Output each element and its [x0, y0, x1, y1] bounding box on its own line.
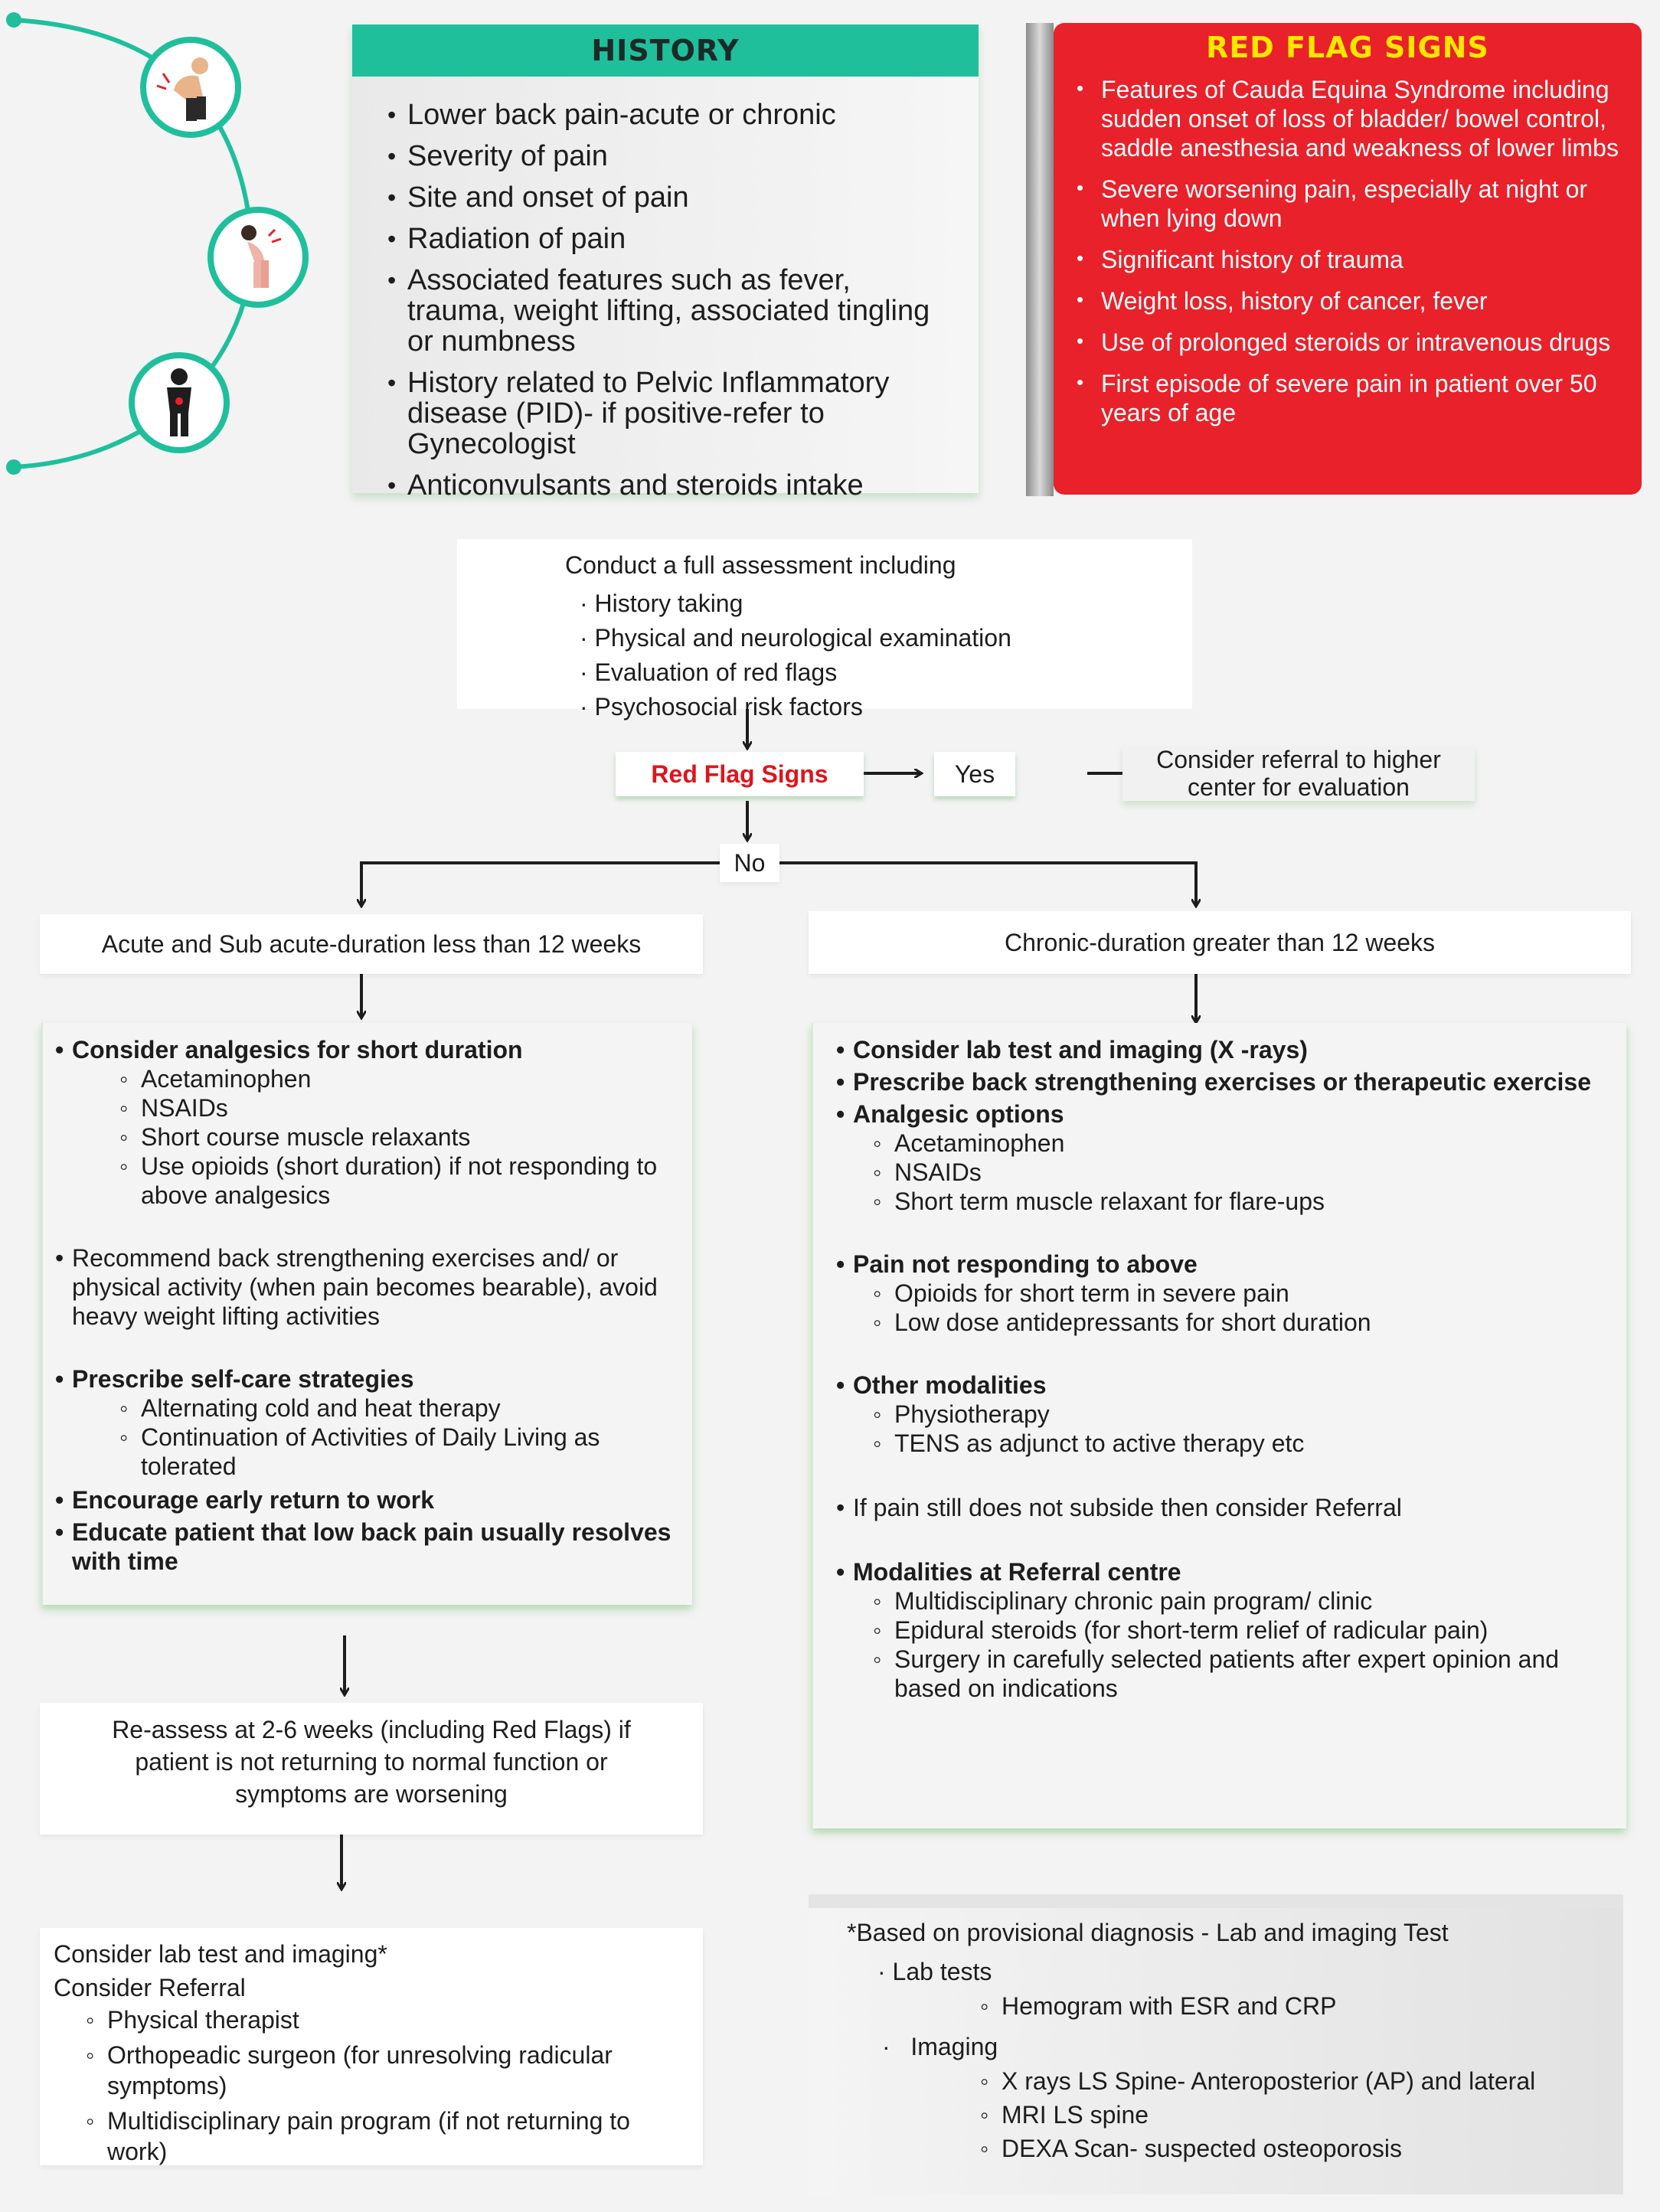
red-flag-item: First episode of severe pain in patient … — [1077, 368, 1622, 427]
list-item: Short term muscle relaxant for flare-ups — [873, 1187, 1611, 1216]
acute-referral-box: Consider lab test and imaging* Consider … — [40, 1928, 703, 2165]
chronic-other-title: Other modalities — [836, 1371, 1611, 1400]
list-item: Physical therapist — [86, 2005, 681, 2035]
list-item: Physiotherapy — [873, 1400, 1611, 1429]
list-item: Acetaminophen — [119, 1064, 692, 1093]
list-item: NSAIDs — [119, 1093, 692, 1122]
assessment-item: · Physical and neurological examination — [580, 624, 1011, 652]
red-flag-item: Features of Cauda Equina Syndrome includ… — [1077, 74, 1622, 162]
history-item: Associated features such as fever, traum… — [387, 265, 956, 357]
acute-analgesics-title: Consider analgesics for short duration — [55, 1035, 692, 1064]
red-flag-item: Severe worsening pain, especially at nig… — [1077, 173, 1622, 233]
history-panel: HISTORY Lower back pain-acute or chronic… — [352, 25, 979, 501]
assessment-item: · History taking — [580, 590, 743, 617]
acute-exercise: Recommend back strengthening exercises a… — [55, 1243, 692, 1331]
reassess-box: Re-assess at 2-6 weeks (including Red Fl… — [40, 1703, 703, 1835]
history-item: Anticonvulsants and steroids intake — [387, 470, 956, 501]
history-item: Radiation of pain — [387, 224, 956, 254]
assessment-box: Conduct a full assessment including · Hi… — [457, 539, 1192, 720]
list-item: MRI LS spine — [980, 2098, 1623, 2132]
chronic-still-pain: If pain still does not subside then cons… — [836, 1493, 1611, 1522]
list-item: X rays LS Spine- Anteroposterior (AP) an… — [980, 2064, 1623, 2098]
list-item: Hemogram with ESR and CRP — [980, 1989, 1623, 2023]
acute-heading: Acute and Sub acute-duration less than 1… — [40, 914, 703, 974]
yes-label: Yes — [934, 752, 1015, 796]
acute-educate: Educate patient that low back pain usual… — [55, 1518, 692, 1576]
history-item: Site and onset of pain — [387, 182, 956, 213]
acute-selfcare-title: Prescribe self-care strategies — [55, 1364, 692, 1394]
list-item: DEXA Scan- suspected osteoporosis — [980, 2132, 1623, 2165]
list-item: NSAIDs — [873, 1158, 1611, 1187]
referral-outcome: Consider referral to higher center for e… — [1122, 746, 1475, 801]
final-title-lab: Consider lab test and imaging* — [54, 1940, 387, 1968]
assessment-item: · Evaluation of red flags — [580, 658, 838, 686]
red-flag-title: RED FLAG SIGNS — [1206, 31, 1489, 64]
list-item: Orthopeadic surgeon (for unresolving rad… — [86, 2040, 681, 2101]
history-title: HISTORY — [352, 25, 979, 77]
acute-management-panel: Consider analgesics for short duration A… — [41, 1023, 692, 1605]
abdominal-pain-icon — [129, 352, 230, 453]
list-item: Surgery in carefully selected patients a… — [873, 1645, 1611, 1703]
list-item: Alternating cold and heat therapy — [119, 1394, 692, 1423]
chronic-not-responding-title: Pain not responding to above — [836, 1250, 1611, 1279]
red-flag-item: Use of prolonged steroids or intravenous… — [1077, 326, 1622, 357]
chronic-referral-title: Modalities at Referral centre — [836, 1557, 1611, 1586]
list-item: Multidisciplinary chronic pain program/ … — [873, 1586, 1611, 1616]
red-flag-decision-label: Red Flag Signs — [651, 760, 828, 788]
history-item: Lower back pain-acute or chronic — [387, 100, 956, 130]
list-item: Low dose antidepressants for short durat… — [873, 1308, 1611, 1337]
chronic-exercise: Prescribe back strengthening exercises o… — [836, 1067, 1611, 1096]
red-flag-item: Significant history of trauma — [1077, 243, 1622, 274]
red-flag-item: Weight loss, history of cancer, fever — [1077, 285, 1622, 315]
bending-pain-icon — [208, 207, 309, 308]
list-item: Epidural steroids (for short-term relief… — [873, 1616, 1611, 1645]
history-item: History related to Pelvic Inflammatory d… — [387, 368, 956, 459]
chronic-heading: Chronic-duration greater than 12 weeks — [809, 911, 1631, 974]
assessment-item: · Psychosocial risk factors — [580, 693, 863, 720]
no-label: No — [720, 844, 779, 882]
footnote-imaging-label: · Imaging — [882, 2033, 998, 2060]
list-item: Opioids for short term in severe pain — [873, 1279, 1611, 1308]
footnote-lab-label: · Lab tests — [877, 1958, 992, 1985]
chronic-lab: Consider lab test and imaging (X -rays) — [836, 1035, 1611, 1064]
list-item: Short course muscle relaxants — [119, 1122, 692, 1152]
list-item: Use opioids (short duration) if not resp… — [119, 1152, 692, 1210]
chronic-management-panel: Consider lab test and imaging (X -rays) … — [812, 1023, 1626, 1828]
list-item: Acetaminophen — [873, 1129, 1611, 1158]
scroll-bar-decoration — [1026, 23, 1054, 496]
final-title-referral: Consider Referral — [54, 1974, 246, 2001]
list-item: Continuation of Activities of Daily Livi… — [119, 1423, 692, 1481]
red-flag-decision: Red Flag Signs — [616, 752, 864, 796]
footnote-title: *Based on provisional diagnosis - Lab an… — [847, 1919, 1449, 1946]
red-flag-panel: RED FLAG SIGNS Features of Cauda Equina … — [1026, 23, 1658, 496]
assessment-title: Conduct a full assessment including — [565, 551, 956, 579]
footnote-box: *Based on provisional diagnosis - Lab an… — [809, 1894, 1623, 2194]
list-item: Multidisciplinary pain program (if not r… — [86, 2106, 681, 2167]
chronic-analgesic-title: Analgesic options — [836, 1099, 1611, 1129]
list-item: TENS as adjunct to active therapy etc — [873, 1429, 1611, 1458]
acute-return-work: Encourage early return to work — [55, 1485, 692, 1514]
history-item: Severity of pain — [387, 141, 956, 172]
back-pain-icon — [140, 37, 241, 138]
